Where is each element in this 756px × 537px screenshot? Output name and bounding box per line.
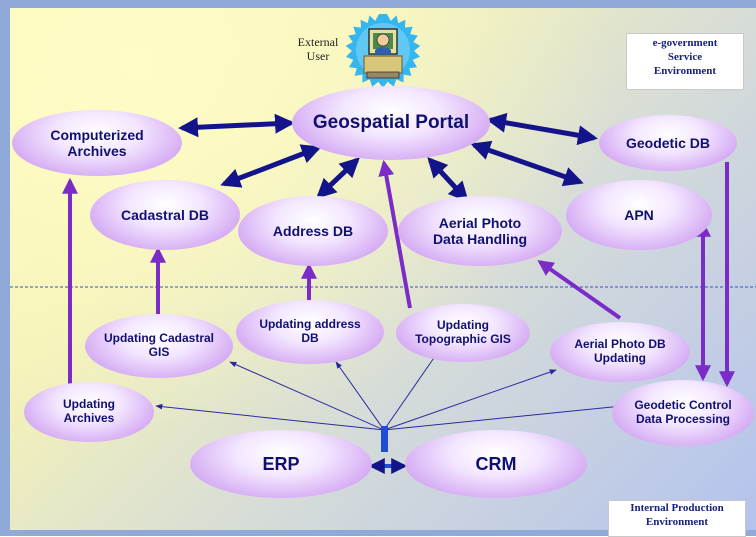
- flow-aerial-up: [537, 260, 622, 320]
- cadastral-db-node[interactable]: Cadastral DB: [90, 180, 240, 250]
- crm-node[interactable]: CRM: [405, 430, 587, 498]
- apn-node[interactable]: APN: [566, 180, 712, 250]
- fan-to-control: [383, 403, 623, 431]
- fan-to-address: [335, 361, 385, 431]
- geodetic-db-node[interactable]: Geodetic DB: [599, 115, 737, 171]
- erp-node[interactable]: ERP: [190, 430, 372, 498]
- hub-connector: [381, 426, 388, 452]
- fan-to-topo: [383, 351, 439, 431]
- link-portal-archives: [178, 113, 295, 138]
- frame-left-border: [0, 0, 10, 536]
- fan-to-archives: [155, 403, 385, 431]
- address-db-node[interactable]: Address DB: [238, 196, 388, 266]
- frame-top-border: [0, 0, 756, 8]
- internal-environment-label: Internal Production Environment: [608, 500, 746, 537]
- flow-topo-up: [378, 159, 412, 309]
- fan-to-aerial: [383, 369, 557, 431]
- link-portal-address: [316, 157, 360, 199]
- geospatial-portal-node[interactable]: Geospatial Portal: [292, 86, 490, 160]
- frame-bottom-border: [0, 530, 756, 536]
- egovernment-environment-label: e-government Service Environment: [626, 33, 744, 90]
- fan-to-cadastral: [229, 361, 385, 431]
- link-portal-cadastral: [220, 144, 322, 188]
- link-portal-apn: [470, 140, 584, 187]
- computer-user-icon: [345, 14, 421, 89]
- link-portal-geodetic-db: [486, 112, 598, 146]
- link-portal-aerial: [427, 157, 469, 202]
